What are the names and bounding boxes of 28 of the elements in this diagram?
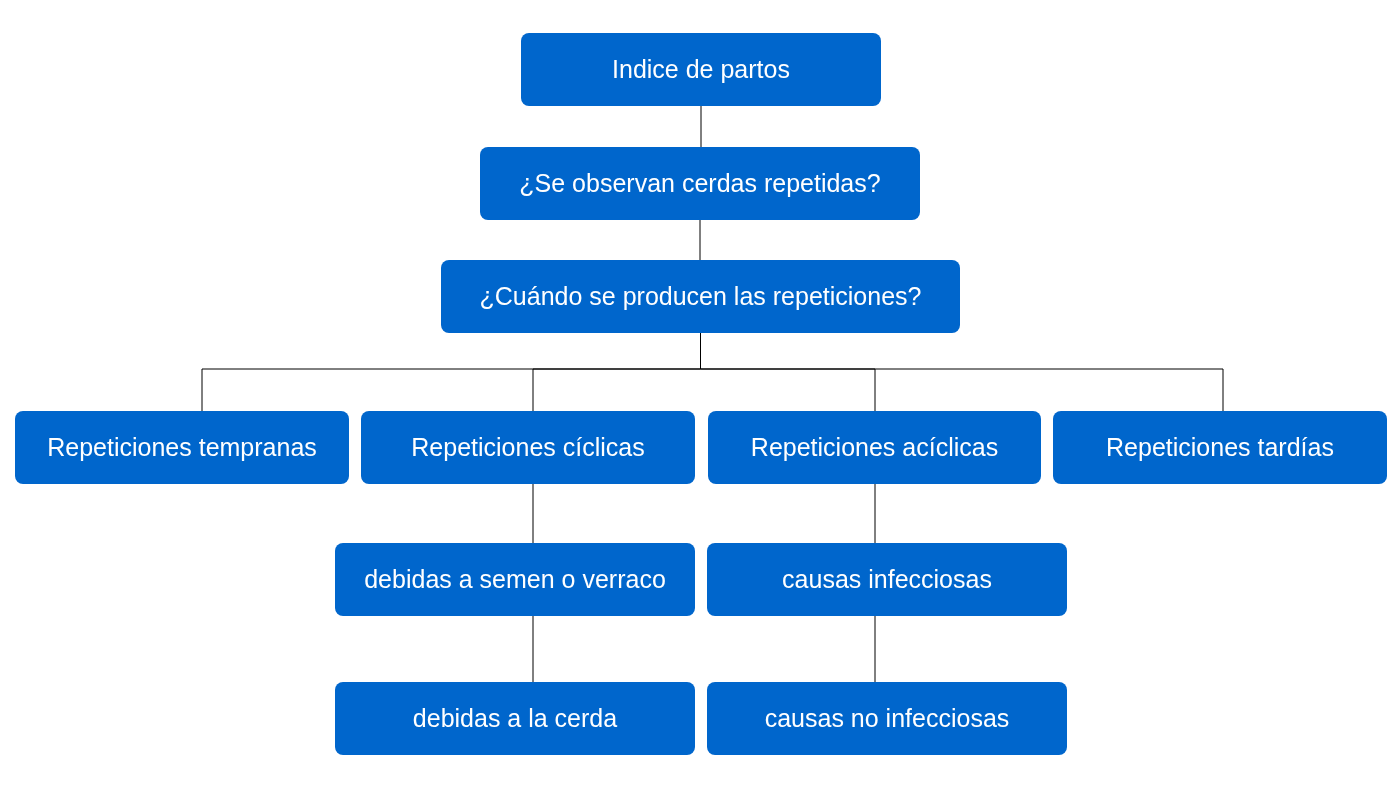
box-label: Repeticiones tardías <box>1106 431 1334 463</box>
process-box <box>1053 411 1387 484</box>
process-box <box>707 543 1067 616</box>
process-box <box>521 33 881 106</box>
process-box <box>335 682 695 755</box>
connector-line <box>532 483 534 544</box>
connector-line <box>874 483 876 544</box>
process-box <box>708 411 1041 484</box>
box-label: Repeticiones tempranas <box>47 431 317 463</box>
box-label: Repeticiones acíclicas <box>750 431 999 463</box>
box-label: causas no infecciosas <box>764 702 1010 734</box>
process-box <box>335 543 695 616</box>
process-box <box>15 411 349 484</box>
box-label: causas infecciosas <box>782 563 992 595</box>
connector-line <box>532 615 534 683</box>
box-label: Indice de partos <box>612 53 790 85</box>
connector-line <box>874 615 876 683</box>
connector-line <box>699 219 701 261</box>
box-label: debidas a la cerda <box>412 702 618 734</box>
process-box <box>480 147 920 220</box>
box-label: Repeticiones cíclicas <box>411 431 645 463</box>
box-label: debidas a semen o verraco <box>364 563 666 595</box>
process-box <box>707 682 1067 755</box>
connector-line <box>700 105 702 148</box>
process-box <box>441 260 960 333</box>
box-label: ¿Se observan cerdas repetidas? <box>519 167 881 199</box>
box-label: ¿Cuándo se producen las repeticiones? <box>479 280 922 312</box>
process-box <box>361 411 695 484</box>
